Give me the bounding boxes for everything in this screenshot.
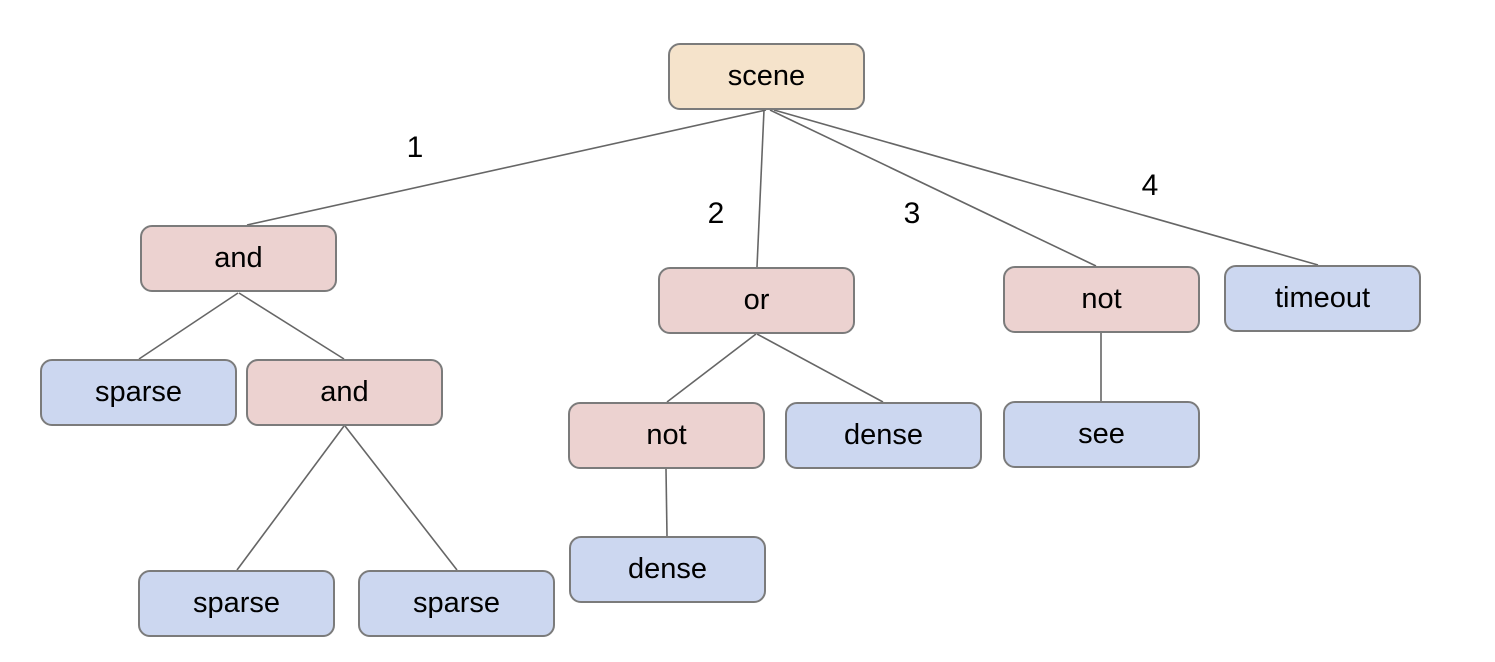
node-not-2: not — [568, 402, 765, 469]
edge-label-2: 2 — [707, 197, 725, 230]
node-and-1: and — [140, 225, 337, 292]
edge-scene-timeout — [773, 109, 1319, 266]
edge-scene-not — [769, 109, 1097, 267]
node-sparse-1: sparse — [40, 359, 237, 426]
node-dense-2: dense — [569, 536, 766, 603]
node-sparse-2: sparse — [138, 570, 335, 637]
edge-label-1: 1 — [406, 131, 424, 164]
node-or: or — [658, 267, 855, 334]
edge-or-not — [666, 333, 757, 403]
node-dense-1: dense — [785, 402, 982, 469]
node-not-1: not — [1003, 266, 1200, 333]
edge-and2-sparse — [236, 425, 345, 571]
edge-label-4: 4 — [1141, 169, 1159, 202]
node-timeout: timeout — [1224, 265, 1421, 332]
edge-scene-or — [756, 109, 765, 268]
edge-group — [138, 109, 1319, 571]
edge-scene-and — [246, 109, 767, 226]
edge-and-and — [238, 292, 345, 360]
edge-and-sparse — [138, 292, 239, 360]
node-see: see — [1003, 401, 1200, 468]
edge-and2-sparse2 — [344, 425, 458, 571]
edge-not2-dense — [665, 468, 668, 537]
node-scene: scene — [668, 43, 865, 110]
edge-label-3: 3 — [903, 197, 921, 230]
node-and-2: and — [246, 359, 443, 426]
node-sparse-3: sparse — [358, 570, 555, 637]
edge-or-dense — [756, 333, 884, 403]
